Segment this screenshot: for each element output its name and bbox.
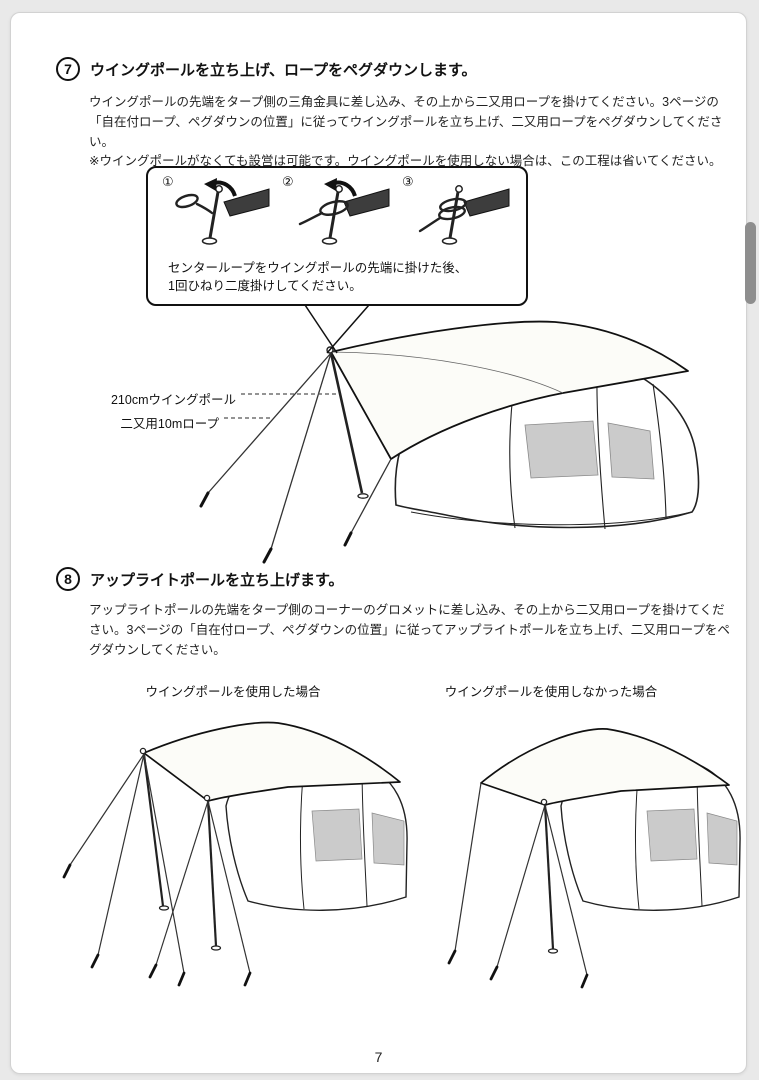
pole-base bbox=[201, 237, 218, 245]
step-8-number-badge: 8 bbox=[56, 567, 80, 591]
tarp bbox=[480, 728, 730, 806]
rope-loop bbox=[439, 197, 467, 213]
tarp-and-tent-illustration bbox=[199, 320, 700, 564]
pole-base bbox=[210, 945, 222, 951]
callout-pointer-lines bbox=[304, 305, 370, 354]
pegs bbox=[199, 491, 353, 564]
step-7-body: ウイングポールの先端をタープ側の三角金具に差し込み、その上から二又用ロープを掛け… bbox=[89, 93, 735, 172]
with-wing-pole-illustration bbox=[62, 721, 408, 987]
step-7-number-badge: 7 bbox=[56, 57, 80, 81]
step-7-title: ウイングポールを立ち上げ、ロープをペグダウンします。 bbox=[90, 61, 477, 79]
wing-pole-label: 210cmウイングポール bbox=[91, 389, 236, 408]
label-leader-lines bbox=[224, 393, 338, 419]
rope-tail bbox=[418, 216, 442, 233]
arrow-head-icon bbox=[324, 178, 337, 191]
rope-step-1-number: ① bbox=[162, 174, 174, 189]
pole-knob bbox=[139, 747, 147, 755]
step-8-body: アップライトポールの先端をタープ側のコーナーのグロメットに差し込み、その上から二… bbox=[89, 601, 735, 660]
tent bbox=[225, 746, 408, 911]
pegs bbox=[447, 949, 589, 989]
rope-loop bbox=[438, 205, 466, 221]
rope-tail bbox=[195, 202, 214, 215]
rope-step-2-number: ② bbox=[282, 174, 294, 189]
tent-window bbox=[371, 812, 405, 866]
scrollbar-thumb[interactable] bbox=[745, 222, 756, 304]
without-wing-pole-caption: ウイングポールを使用しなかった場合 bbox=[444, 685, 658, 699]
rope-step-3: ③ bbox=[402, 174, 514, 256]
tarp-corner bbox=[463, 188, 510, 217]
tent-window bbox=[706, 812, 738, 866]
callout-caption-line-1: センターループをウイングポールの先端に掛けた後、 bbox=[168, 260, 468, 275]
pole-knob bbox=[335, 185, 343, 193]
callout-caption: センターループをウイングポールの先端に掛けた後、 1回ひねり二度掛けしてください… bbox=[168, 259, 467, 297]
tarp-corner bbox=[223, 188, 270, 217]
upright-pole bbox=[540, 798, 559, 954]
pegs bbox=[62, 863, 252, 987]
tent-window bbox=[607, 422, 655, 480]
pole-base bbox=[441, 237, 458, 245]
rope-loop bbox=[175, 193, 199, 209]
step-7-header: 7 ウイングポールを立ち上げ、ロープをペグダウンします。 bbox=[56, 57, 477, 81]
tent-window bbox=[524, 420, 599, 479]
rope-steps-row: ① ② bbox=[148, 168, 526, 256]
pole-base bbox=[321, 237, 338, 245]
with-wing-pole-caption: ウイングポールを使用した場合 bbox=[145, 685, 321, 699]
ropes bbox=[454, 782, 588, 976]
forked-rope-label: 二又用10mロープ bbox=[91, 413, 219, 432]
pole-base bbox=[357, 493, 369, 499]
step-8-header: 8 アップライトポールを立ち上げます。 bbox=[56, 567, 344, 591]
pole-knob bbox=[215, 185, 223, 193]
tarp-corner bbox=[343, 188, 390, 217]
rope-step-3-illustration bbox=[418, 185, 510, 245]
wing-pole-tip bbox=[208, 190, 220, 240]
tent-window bbox=[311, 808, 363, 862]
rope-attachment-callout: ① ② bbox=[146, 166, 528, 306]
rope-step-1: ① bbox=[162, 174, 274, 256]
rope-step-2-illustration bbox=[298, 178, 390, 245]
arrow-head-icon bbox=[204, 178, 217, 191]
step-7-note-text: ※ウイングポールがなくても設営は可能です。ウイングポールを使用しない場合は、この… bbox=[89, 154, 722, 169]
manual-page: 7 ウイングポールを立ち上げ、ロープをペグダウンします。 ウイングポールの先端を… bbox=[10, 12, 747, 1074]
pole-knob bbox=[540, 798, 548, 806]
step-7-body-text: ウイングポールの先端をタープ側の三角金具に差し込み、その上から二又用ロープを掛け… bbox=[89, 95, 723, 149]
step-8-title: アップライトポールを立ち上げます。 bbox=[90, 571, 344, 589]
rope-loop bbox=[319, 200, 349, 216]
upright-pole bbox=[203, 794, 222, 951]
wing-pole bbox=[139, 747, 170, 911]
rope-tail bbox=[298, 211, 324, 226]
without-wing-pole-illustration bbox=[447, 728, 741, 989]
tent-window bbox=[646, 808, 698, 862]
callout-caption-line-2: 1回ひねり二度掛けしてください。 bbox=[168, 279, 362, 294]
tarp bbox=[143, 721, 401, 802]
rope-step-3-number: ③ bbox=[402, 174, 414, 189]
pole-knob bbox=[203, 794, 211, 802]
tarp bbox=[330, 320, 689, 460]
pole-base bbox=[158, 905, 170, 911]
forked-rope bbox=[207, 352, 392, 550]
pole-base bbox=[547, 948, 559, 954]
step-8-body-text: アップライトポールの先端をタープ側のコーナーのグロメットに差し込み、その上から二… bbox=[89, 603, 730, 657]
page-number: 7 bbox=[374, 1049, 383, 1065]
pole-knob bbox=[455, 185, 463, 193]
rope-step-2: ② bbox=[282, 174, 394, 256]
ropes bbox=[69, 753, 251, 974]
rope-step-1-illustration bbox=[175, 178, 270, 245]
